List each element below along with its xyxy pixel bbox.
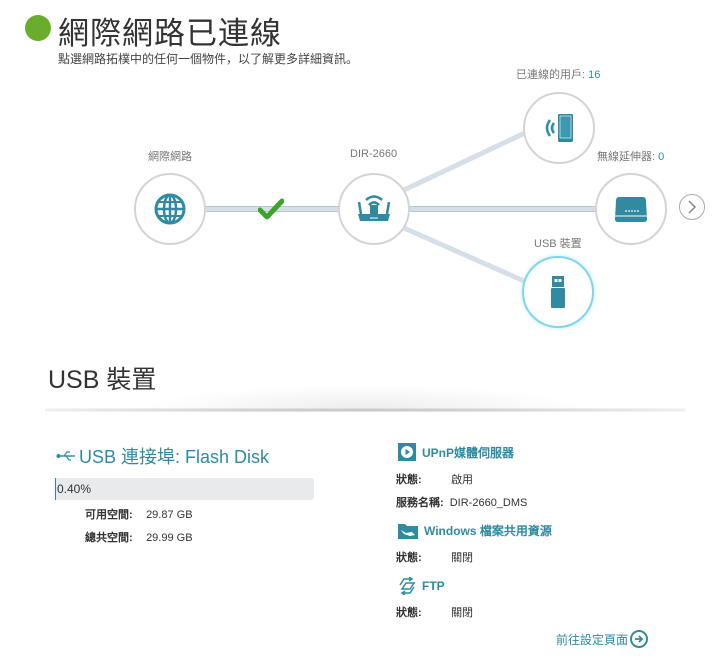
page-title: 網際網路已連線 [58,16,282,51]
extenders-node[interactable] [595,173,667,245]
topology-next-button[interactable] [679,194,705,220]
network-topology: 網際網路 DIR-2660 已連線的用戶: 16 [0,60,720,350]
goto-settings-link[interactable]: 前往設定頁面 [556,630,649,648]
clients-label: 已連線的用戶: 16 [516,69,601,81]
available-space-value: 29.87 GB [146,509,193,521]
internet-node[interactable] [134,173,206,245]
usb-drive-icon [551,276,565,308]
connection-status-dot [25,15,51,41]
windows-share-heading: Windows 檔案共用資源 [398,522,552,539]
clients-count: 16 [588,69,601,81]
router-label: DIR-2660 [350,148,398,160]
page-subtitle: 點選網路拓樸中的任何一個物件，以了解更多詳細資訊。 [58,52,359,66]
ftp-status-value: 關閉 [451,607,474,619]
internet-label: 網際網路 [148,151,192,163]
section-title: USB 裝置 [48,366,157,394]
usb-label: USB 裝置 [534,238,582,250]
usb-node[interactable] [522,256,594,328]
section-divider [45,408,685,412]
router-icon [357,195,391,221]
folder-icon [398,523,418,539]
ftp-transfer-icon [399,577,416,595]
extender-icon [615,197,647,222]
usage-progress-bar: 0.40% [55,478,314,500]
extenders-count: 0 [658,151,665,163]
section-divider-glow [140,385,590,409]
upnp-title: UPnP媒體伺服器 [422,445,515,460]
windows-share-status-row: 狀態: 關閉 [396,552,474,564]
windows-share-title: Windows 檔案共用資源 [424,524,552,538]
upnp-service-name-row: 服務名稱: DIR-2660_DMS [396,497,528,509]
globe-icon [154,193,186,225]
total-space-label: 總共空間: [85,532,133,544]
ftp-heading: FTP [398,577,445,595]
checkmark-icon [258,198,284,220]
usage-percent: 0.40% [57,482,92,496]
available-space-label: 可用空間: [85,509,133,521]
upnp-heading: UPnP媒體伺服器 [398,443,514,461]
arrow-right-circle-icon [630,630,649,648]
total-space-row: 總共空間: 29.99 GB [85,529,193,545]
usb-symbol-icon [56,451,75,461]
upnp-status-value: 啟用 [451,474,474,486]
goto-settings-label: 前往設定頁面 [556,632,629,647]
upnp-service-name-value: DIR-2660_DMS [449,497,528,509]
play-icon [398,443,416,461]
router-node[interactable] [338,173,410,245]
usb-port-heading: USB 連接埠: Flash Disk [56,443,269,469]
usb-port-label: USB 連接埠: Flash Disk [79,447,270,467]
ftp-status-row: 狀態: 關閉 [396,607,474,619]
usage-progress-fill [55,478,56,500]
wireless-device-icon [545,114,573,142]
total-space-value: 29.99 GB [146,532,193,544]
ftp-title: FTP [422,579,445,593]
upnp-status-row: 狀態: 啟用 [396,474,474,486]
available-space-row: 可用空間: 29.87 GB [85,506,193,522]
clients-node[interactable] [523,92,595,164]
chevron-right-icon [688,200,697,214]
windows-share-status-value: 關閉 [451,552,474,564]
extenders-label: 無線延伸器: 0 [597,151,665,163]
